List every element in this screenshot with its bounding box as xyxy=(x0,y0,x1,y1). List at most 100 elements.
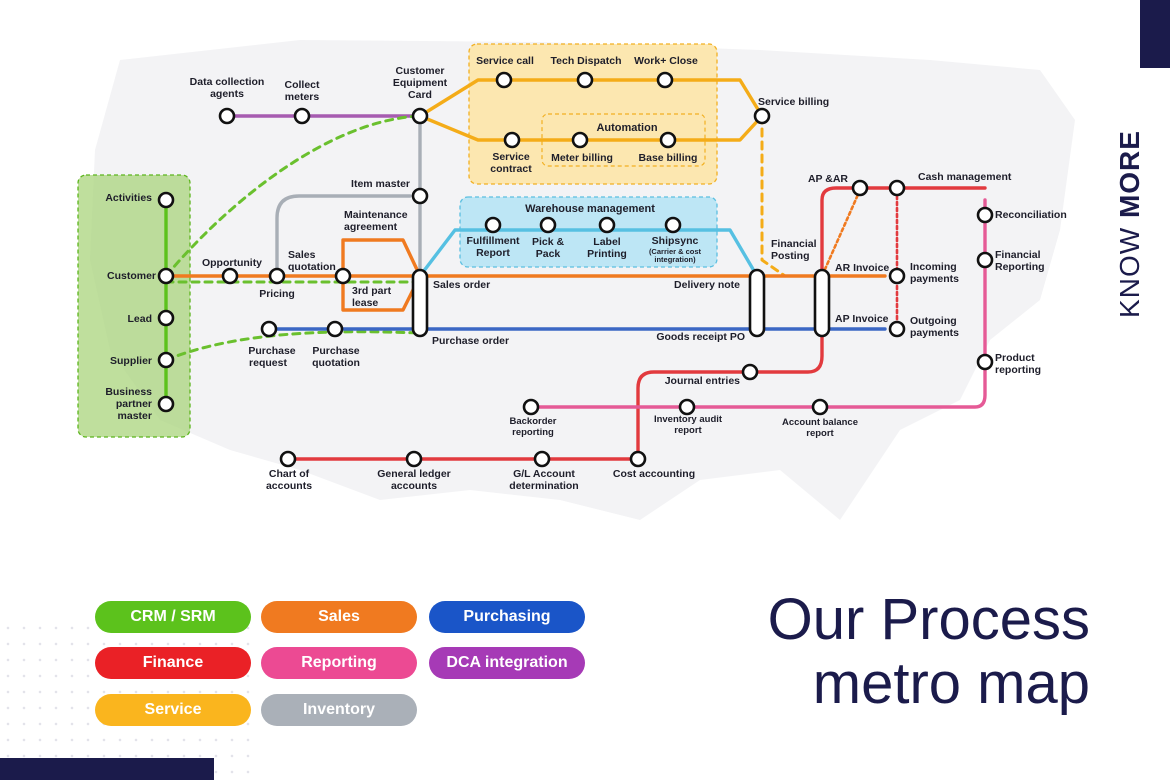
station-reconciliation[interactable] xyxy=(976,206,994,224)
station-collect-meters[interactable] xyxy=(293,107,311,125)
label-service-billing: Service billing xyxy=(758,96,829,108)
label-activities: Activities xyxy=(105,192,152,204)
station-ap-ar[interactable] xyxy=(851,179,869,197)
label-tech-dispatch: Tech Dispatch xyxy=(551,55,622,67)
label-fin-1: Financial xyxy=(995,249,1041,261)
station-opportunity[interactable] xyxy=(221,267,239,285)
stations xyxy=(157,71,994,468)
station-business-partner[interactable] xyxy=(157,395,175,413)
station-customer[interactable] xyxy=(157,267,175,285)
label-ab-1: Account balance xyxy=(782,417,858,428)
background-map-silhouette xyxy=(90,40,1075,520)
finance-line xyxy=(286,186,987,461)
station-gl-determination[interactable] xyxy=(533,450,551,468)
station-incoming-payments[interactable] xyxy=(888,267,906,285)
label-pq-2: quotation xyxy=(312,357,360,369)
station-pick-pack[interactable] xyxy=(539,216,557,234)
label-coa-1: Chart of xyxy=(269,468,310,480)
know-more-sidebar[interactable]: KNOW MORE xyxy=(1090,0,1170,540)
label-lead: Lead xyxy=(127,313,152,325)
label-supplier: Supplier xyxy=(110,355,152,367)
label-ss-3: integration) xyxy=(654,255,696,264)
label-journal-entries: Journal entries xyxy=(665,375,740,387)
legend-service: Service xyxy=(95,694,251,726)
station-labels: Activities Customer Lead Supplier Busine… xyxy=(105,55,1066,492)
station-work-close[interactable] xyxy=(656,71,674,89)
label-ab-2: report xyxy=(806,428,834,439)
label-customer: Customer xyxy=(107,270,156,282)
station-shipsync[interactable] xyxy=(664,216,682,234)
label-ma-2: agreement xyxy=(344,221,398,233)
legend-sales: Sales xyxy=(261,601,417,633)
label-sq-2: quotation xyxy=(288,261,336,273)
station-account-balance[interactable] xyxy=(811,398,829,416)
label-out-1: Outgoing xyxy=(910,315,957,327)
know-text: KNOW xyxy=(1114,218,1145,318)
station-pricing[interactable] xyxy=(268,267,286,285)
station-cash-management[interactable] xyxy=(888,179,906,197)
station-label-printing[interactable] xyxy=(598,216,616,234)
label-ap-ar: AP &AR xyxy=(808,173,848,185)
label-sales-order: Sales order xyxy=(433,279,490,291)
bottom-accent-bar xyxy=(0,758,214,780)
label-sq-1: Sales xyxy=(288,249,316,261)
station-outgoing-payments[interactable] xyxy=(888,320,906,338)
label-pr-1: Purchase xyxy=(248,345,295,357)
station-equipment-card[interactable] xyxy=(411,107,429,125)
station-tech-dispatch[interactable] xyxy=(576,71,594,89)
label-pp-2: Pack xyxy=(536,248,561,260)
label-cm-1: Collect xyxy=(284,79,320,91)
warehouse-zone-label: Warehouse management xyxy=(525,203,655,215)
station-inventory-audit[interactable] xyxy=(678,398,696,416)
station-purchase-quotation[interactable] xyxy=(326,320,344,338)
station-journal-entries[interactable] xyxy=(741,363,759,381)
station-purchase-request[interactable] xyxy=(260,320,278,338)
label-purchase-order: Purchase order xyxy=(432,335,509,347)
station-lead[interactable] xyxy=(157,309,175,327)
station-financial-reporting[interactable] xyxy=(976,251,994,269)
station-service-billing[interactable] xyxy=(753,107,771,125)
label-grpo: Goods receipt PO xyxy=(656,331,745,343)
station-supplier[interactable] xyxy=(157,351,175,369)
station-general-ledger[interactable] xyxy=(405,450,423,468)
legend-inventory: Inventory xyxy=(261,694,417,726)
station-product-reporting[interactable] xyxy=(976,353,994,371)
crm-dashed-link-equipment xyxy=(164,114,422,278)
station-chart-of-accounts[interactable] xyxy=(279,450,297,468)
legend-finance: Finance xyxy=(95,647,251,679)
station-service-contract[interactable] xyxy=(503,131,521,149)
station-base-billing[interactable] xyxy=(659,131,677,149)
joint-delivery-note xyxy=(748,268,766,338)
station-cost-accounting[interactable] xyxy=(629,450,647,468)
label-bo-1: Backorder xyxy=(510,416,557,427)
station-sales-quotation[interactable] xyxy=(334,267,352,285)
label-cash-management: Cash management xyxy=(918,171,1012,183)
station-item-master[interactable] xyxy=(411,187,429,205)
label-reconciliation: Reconciliation xyxy=(995,209,1067,221)
service-line-upper xyxy=(418,78,764,118)
line-legend: CRM / SRM Sales Purchasing Finance Repor… xyxy=(0,585,620,780)
label-sc-1: Service xyxy=(492,151,530,163)
more-text: MORE xyxy=(1114,130,1145,219)
label-ss-2: (Carrier & cost xyxy=(649,247,702,256)
label-cost-accounting: Cost accounting xyxy=(613,468,695,480)
station-fulfillment-report[interactable] xyxy=(484,216,502,234)
station-activities[interactable] xyxy=(157,191,175,209)
crm-dashed-link-purchase xyxy=(164,330,422,362)
label-work-close: Work+ Close xyxy=(634,55,698,67)
station-service-call[interactable] xyxy=(495,71,513,89)
label-pr-2: request xyxy=(249,357,287,369)
station-meter-billing[interactable] xyxy=(571,131,589,149)
service-line-lower xyxy=(418,114,764,142)
sidebar-accent-bar xyxy=(1140,0,1170,68)
label-fr-1: Fulfillment xyxy=(466,235,520,247)
label-ce-3: Card xyxy=(408,89,432,101)
station-data-collection[interactable] xyxy=(218,107,236,125)
label-dca-2: agents xyxy=(210,88,244,100)
station-backorder-reporting[interactable] xyxy=(522,398,540,416)
label-tp-2: lease xyxy=(352,297,378,309)
label-ia-1: Inventory audit xyxy=(654,414,723,425)
reporting-line xyxy=(529,198,987,409)
label-fp-1: Financial xyxy=(771,238,817,250)
know-more-link[interactable]: KNOW MORE xyxy=(1114,130,1146,318)
